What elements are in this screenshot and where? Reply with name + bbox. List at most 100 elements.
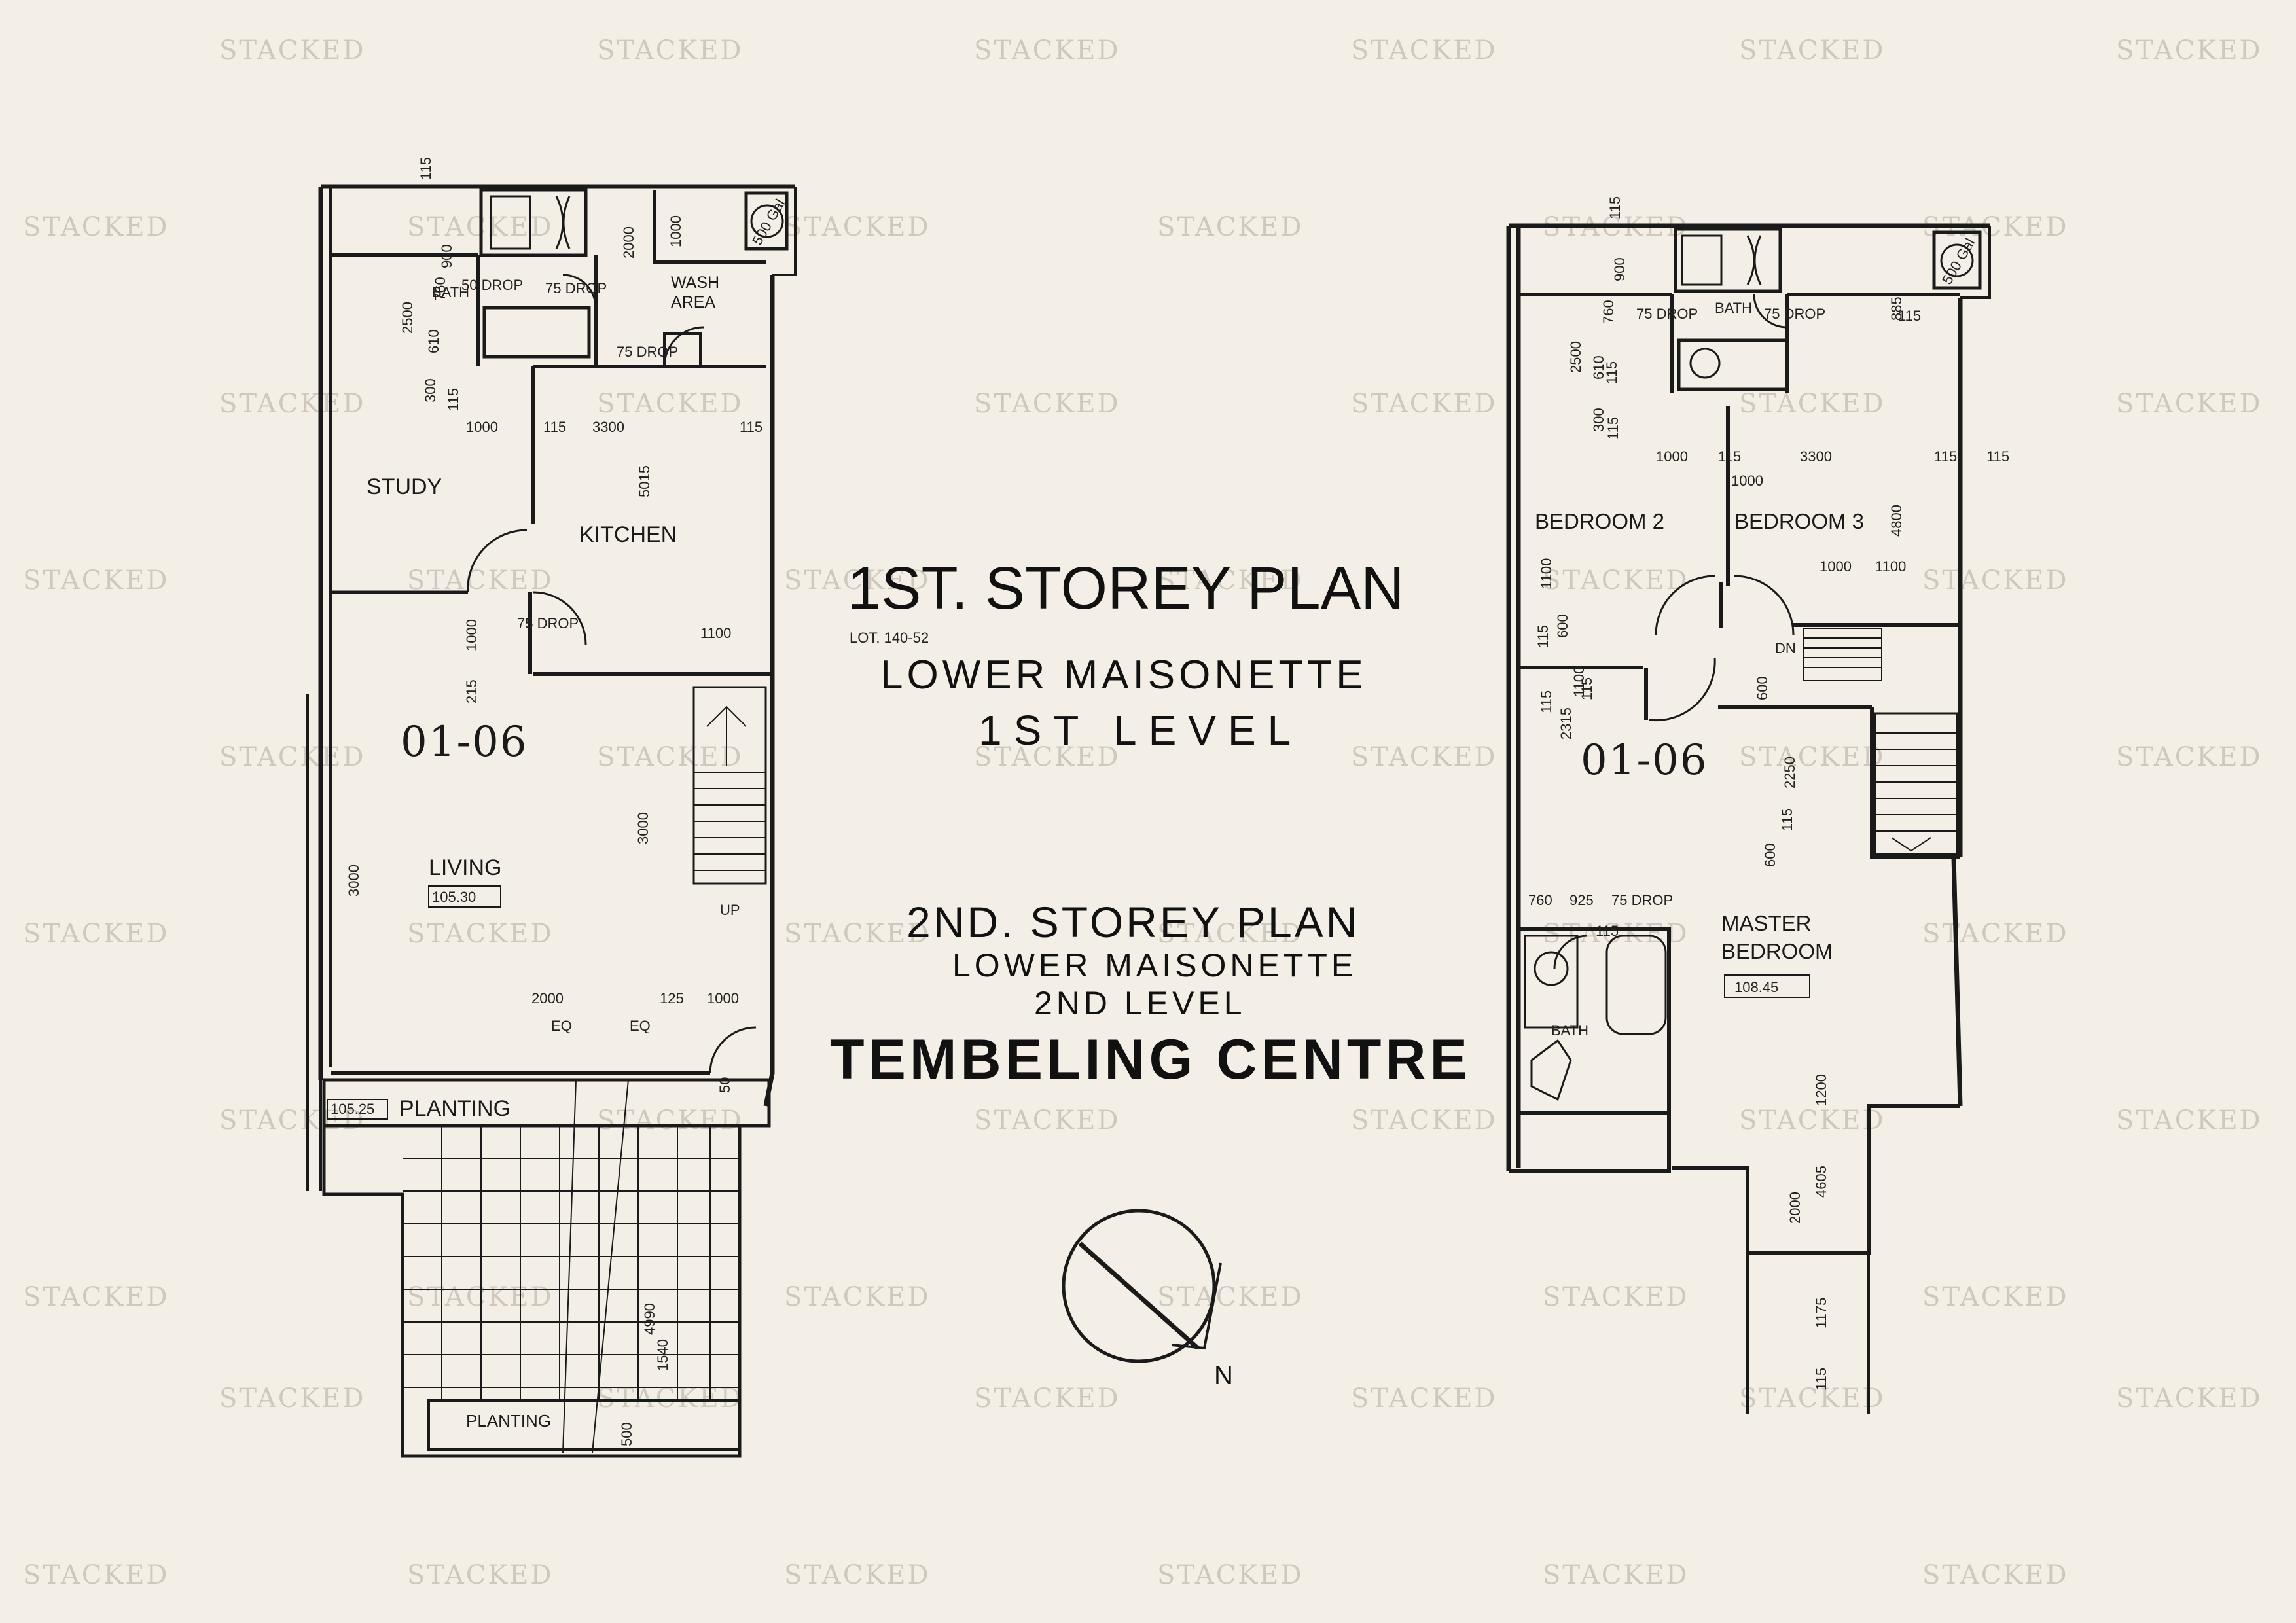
dimension-label: 115 (1813, 1368, 1829, 1391)
dimension-label: 1000 (1731, 473, 1763, 489)
watermark-text: STACKED (23, 565, 170, 596)
dimension-label: 2000 (1787, 1192, 1803, 1224)
dimension-label: 600 (1762, 843, 1778, 867)
dimension-label: 115 (1986, 448, 2009, 465)
dimension-label: 1175 (1813, 1298, 1829, 1329)
lower-maisonette-1: LOWER MAISONETTE (880, 652, 1367, 698)
watermark-text: STACKED (2116, 389, 2263, 419)
stair-up-label: UP (720, 902, 740, 918)
watermark-text: STACKED (784, 212, 931, 242)
wash-area-label-1: WASH (671, 274, 719, 292)
study-label: STUDY (367, 474, 442, 499)
watermark-text: STACKED (1739, 1383, 1886, 1414)
watermark-text: STACKED (1922, 919, 2069, 949)
watermark-text: STACKED (597, 35, 744, 65)
dimension-label: 115 (1596, 923, 1619, 939)
dimension-label: 1100 (1875, 558, 1906, 575)
dimension-label: 3000 (635, 812, 651, 844)
dimension-label: 1100 (700, 625, 731, 641)
level-1-title: 1ST LEVEL (978, 707, 1302, 754)
dimension-label: 885 (1888, 296, 1905, 321)
dimension-label: EQ (630, 1018, 651, 1034)
watermark-text: STACKED (219, 35, 366, 65)
watermark-text: STACKED (2116, 1383, 2263, 1414)
dimension-label: 2315 (1558, 707, 1574, 740)
dimension-label: 3000 (346, 865, 362, 897)
watermark-text: STACKED (23, 212, 170, 242)
living-level: 105.30 (432, 889, 476, 905)
watermark-text: STACKED (974, 1383, 1121, 1414)
dimension-label: 2000 (531, 990, 564, 1007)
watermark-text: STACKED (1922, 1560, 2069, 1590)
bath-bottom-label: BATH (1551, 1022, 1588, 1039)
watermark-text: STACKED (23, 1560, 170, 1590)
watermark-text: STACKED (1922, 1282, 2069, 1312)
dimension-label: 115 (1934, 448, 1957, 465)
dimension-label: 75 DROP (1611, 892, 1673, 908)
watermark-text: STACKED (1351, 742, 1498, 772)
dimension-label: 3300 (1800, 448, 1832, 465)
dimension-label: 75 DROP (1636, 306, 1698, 322)
watermark-text: STACKED (1157, 1560, 1304, 1590)
bedroom-2-label: BEDROOM 2 (1535, 509, 1664, 533)
watermark-text: STACKED (1739, 35, 1886, 65)
watermark-text: STACKED (2116, 35, 2263, 65)
bedroom-3-label: BEDROOM 3 (1734, 509, 1864, 533)
dimension-label: 50 DROP (461, 277, 523, 293)
dimension-label: 115 (543, 419, 566, 435)
watermark-text: STACKED (1739, 1105, 1886, 1135)
dimension-label: 115 (740, 419, 762, 435)
watermark-text: STACKED (1543, 1282, 1689, 1312)
first-storey-plan: 500 Gal (306, 184, 797, 1458)
dimension-label: 75 DROP (617, 344, 678, 360)
watermark-text: STACKED (974, 389, 1121, 419)
watermark-text: STACKED (1351, 1383, 1498, 1414)
dimension-label: 1540 (655, 1339, 671, 1371)
watermark-text: STACKED (974, 1105, 1121, 1135)
watermark-text: STACKED (784, 1560, 931, 1590)
watermark-layer: STACKED STACKED STACKED STACKED STACKED STACK… (23, 35, 2263, 1590)
dimension-label: 1000 (707, 990, 739, 1007)
dimension-label: 1100 (1571, 666, 1587, 697)
watermark-text: STACKED (23, 1282, 170, 1312)
watermark-text: STACKED (1739, 742, 1886, 772)
lot-number: LOT. 140-52 (850, 630, 929, 646)
unit-number-upper: 01-06 (1581, 736, 1708, 785)
watermark-text: STACKED (974, 35, 1121, 65)
watermark-text: STACKED (597, 742, 744, 772)
dimension-label: 600 (1754, 676, 1770, 700)
dimension-label: 760 (432, 277, 448, 301)
living-label: LIVING (429, 855, 501, 880)
second-storey-title: 2ND. STOREY PLAN (906, 898, 1359, 946)
dimension-label: 2250 (1782, 757, 1798, 789)
dimension-label: 600 (1554, 614, 1571, 638)
dimension-label: 1000 (463, 619, 480, 651)
planting-level: 105.25 (331, 1101, 374, 1117)
level-2-title: 2ND LEVEL (1034, 985, 1246, 1022)
watermark-text: STACKED (407, 919, 554, 949)
dimension-label: 115 (1718, 448, 1741, 465)
dimension-label: 75 DROP (1764, 306, 1825, 322)
dimension-label: 760 (1600, 300, 1617, 324)
dimension-label: 760 (1528, 892, 1552, 908)
dimension-label: 115 (1535, 625, 1551, 648)
dimension-label: 115 (1607, 196, 1623, 219)
watermark-text: STACKED (2116, 742, 2263, 772)
watermark-text: STACKED (407, 1282, 554, 1312)
dimension-label: EQ (551, 1018, 572, 1034)
stair-down-label: DN (1775, 640, 1796, 656)
dimension-label: 1000 (1656, 448, 1688, 465)
watermark-text: STACKED (974, 742, 1121, 772)
watermark-text: STACKED (784, 565, 931, 596)
kitchen-label: KITCHEN (579, 522, 677, 547)
watermark-text: STACKED (2116, 1105, 2263, 1135)
dimension-label: 75 DROP (517, 615, 579, 632)
second-storey-labels: BATH BEDROOM 2 BEDROOM 3 DN 01-06 MASTER… (1528, 196, 2009, 1391)
watermark-text: STACKED (784, 1282, 931, 1312)
watermark-text: STACKED (1922, 565, 2069, 596)
dimension-label: 75 DROP (545, 280, 607, 296)
watermark-text: STACKED (219, 1383, 366, 1414)
dimension-label: 115 (445, 388, 461, 411)
dimension-label: 2500 (399, 302, 416, 334)
